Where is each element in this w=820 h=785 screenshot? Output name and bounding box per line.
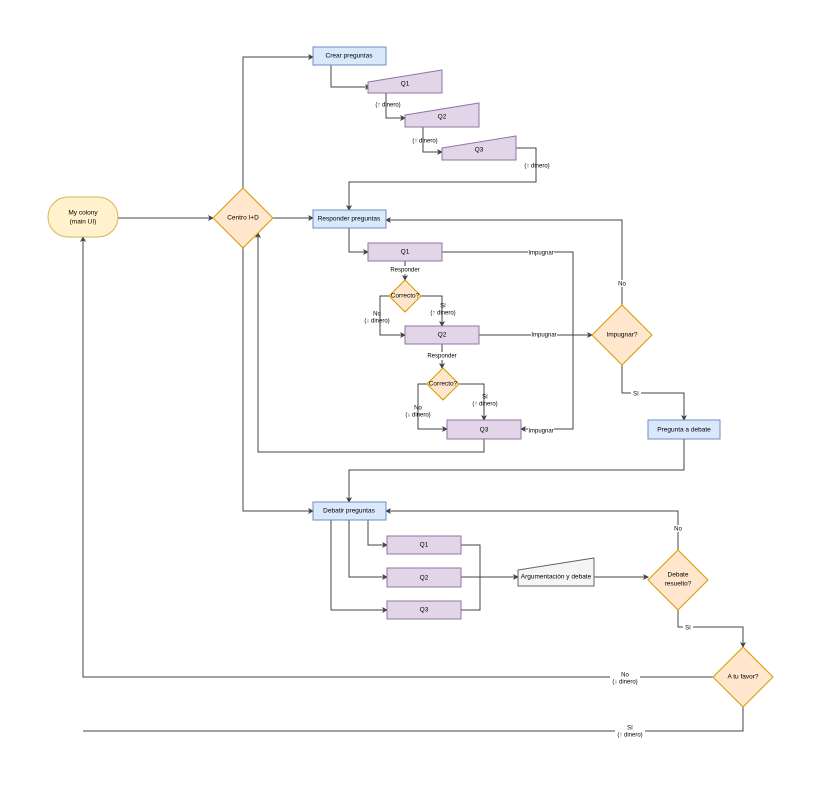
crear-q3-node[interactable]: Q3 <box>441 135 517 161</box>
edge-label: Impugnar <box>531 333 556 339</box>
node-label: Correcto? <box>391 293 420 300</box>
debate-resuelto-decision[interactable]: Debate resuelto? <box>647 549 709 611</box>
impugnar-decision[interactable]: Impugnar? <box>591 304 653 366</box>
edge-label: Impugnar <box>528 251 553 257</box>
crear-preguntas-node[interactable]: Crear preguntas <box>312 46 387 66</box>
debatir-q2-node[interactable]: Q2 <box>386 567 462 588</box>
node-label: Argumentación y debate <box>521 574 592 581</box>
responder-q2-node[interactable]: Q2 <box>404 325 480 345</box>
node-label: Crear preguntas <box>326 53 374 60</box>
node-label: Debate <box>668 572 689 579</box>
edge-label: (↓ dinero) <box>612 680 637 686</box>
node-label: A tu favor? <box>727 674 758 681</box>
edge-label: No <box>674 527 682 533</box>
node-label: Centro I+D <box>227 215 259 222</box>
edge-label: No <box>373 312 381 318</box>
a-tu-favor-decision[interactable]: A tu favor? <box>712 646 774 708</box>
crear-q2-node[interactable]: Q2 <box>404 102 480 128</box>
node-label: Q2 <box>438 332 447 339</box>
my-colony-node[interactable]: My colony (main UI) <box>47 196 119 238</box>
node-label: Q3 <box>420 607 429 614</box>
node-label: Q1 <box>401 81 410 88</box>
edge-label: (↑ dinero) <box>412 139 437 145</box>
crear-q1-node[interactable]: Q1 <box>367 69 443 94</box>
node-label: Q3 <box>480 427 489 434</box>
edge-label: (↑ dinero) <box>524 164 549 170</box>
node-label: Q1 <box>401 249 410 256</box>
edges <box>80 54 746 732</box>
edge-label: Sí <box>685 626 691 632</box>
responder-q3-node[interactable]: Q3 <box>446 419 522 440</box>
edge-label: Sí <box>627 726 633 732</box>
node-label: Q1 <box>420 542 429 549</box>
node-label: Q3 <box>475 147 484 154</box>
node-label: (main UI) <box>70 219 97 226</box>
node-label: My colony <box>68 210 98 217</box>
edge-label: (↑ dinero) <box>617 733 642 739</box>
node-label: Q2 <box>420 575 429 582</box>
centro-decision[interactable]: Centro I+D <box>212 187 274 249</box>
node-label: Q2 <box>438 114 447 121</box>
edge-label: Responder <box>390 268 419 274</box>
edge-label: (↓ dinero) <box>405 413 430 419</box>
node-label: Debatir preguntas <box>323 508 375 515</box>
debatir-q1-node[interactable]: Q1 <box>386 535 462 555</box>
edge-label: No <box>414 406 422 412</box>
edge-label: Responder <box>427 354 456 360</box>
edge-label: (↑ dinero) <box>375 103 400 109</box>
node-label: Impugnar? <box>606 332 637 339</box>
edge-label: (↑ dinero) <box>430 311 455 317</box>
debatir-q3-node[interactable]: Q3 <box>386 600 462 620</box>
node-label: resuelto? <box>665 581 692 588</box>
edge-label: No <box>621 673 629 679</box>
nodes: My colony (main UI) Centro I+D Crear pre… <box>47 46 774 708</box>
edge-label: (↓ dinero) <box>364 319 389 325</box>
node-label: Responder preguntas <box>318 216 381 223</box>
responder-preguntas-node[interactable]: Responder preguntas <box>312 209 387 229</box>
edge-label: No <box>618 282 626 288</box>
node-label: Pregunta a debate <box>657 427 711 434</box>
debatir-preguntas-node[interactable]: Debatir preguntas <box>312 501 387 521</box>
correcto-decision-1[interactable]: Correcto? <box>388 279 422 313</box>
edge-labels: (↑ dinero) (↑ dinero) (↑ dinero) Respond… <box>364 103 693 739</box>
edge-label: Impugnar <box>528 429 553 435</box>
edge-label: (↑ dinero) <box>472 402 497 408</box>
argumentacion-node[interactable]: Argumentación y debate <box>517 557 595 587</box>
correcto-decision-2[interactable]: Correcto? <box>426 367 460 401</box>
pregunta-debate-node[interactable]: Pregunta a debate <box>647 419 721 440</box>
edge-label: Sí <box>482 395 488 401</box>
edge-label: Sí <box>633 392 639 398</box>
node-label: Correcto? <box>429 381 458 388</box>
responder-q1-node[interactable]: Q1 <box>367 242 443 262</box>
edge-label: Sí <box>440 304 446 310</box>
